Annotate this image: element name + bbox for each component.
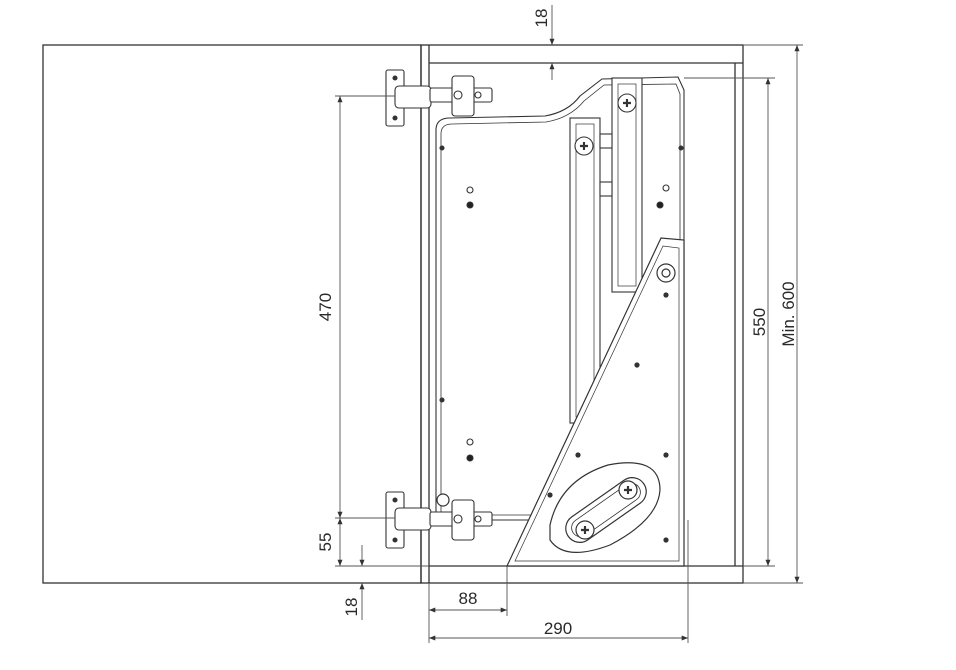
hinge-bottom — [385, 491, 493, 549]
svg-text:✚: ✚ — [622, 98, 631, 110]
pivot-slot: ✚ ✚ — [436, 462, 661, 554]
rail-screw-mid — [574, 136, 594, 156]
hinge-top — [385, 69, 493, 127]
cabinet-carcass — [420, 44, 744, 584]
svg-text:✚: ✚ — [623, 485, 632, 497]
dim-cabinet-height-min: Min. 600 — [779, 281, 798, 346]
dim-hinge-offset: 55 — [316, 533, 335, 552]
dim-unit-depth: 290 — [544, 619, 572, 638]
vertical-rails: ✚ ✚ — [569, 77, 643, 424]
pivot-screw-lower — [575, 520, 595, 540]
dim-top-gap: 18 — [532, 9, 551, 28]
cabinet-door — [42, 44, 422, 584]
pivot-screw-upper — [618, 480, 638, 500]
dim-front-depth: 88 — [459, 589, 478, 608]
svg-text:✚: ✚ — [579, 141, 588, 153]
dim-unit-height: 550 — [750, 308, 769, 336]
svg-text:✚: ✚ — [580, 525, 589, 537]
dim-hinge-spacing: 470 — [316, 293, 335, 321]
dim-bottom-gap: 18 — [342, 598, 361, 617]
rail-screw-top — [617, 93, 637, 113]
dimension-lines — [335, 5, 803, 643]
